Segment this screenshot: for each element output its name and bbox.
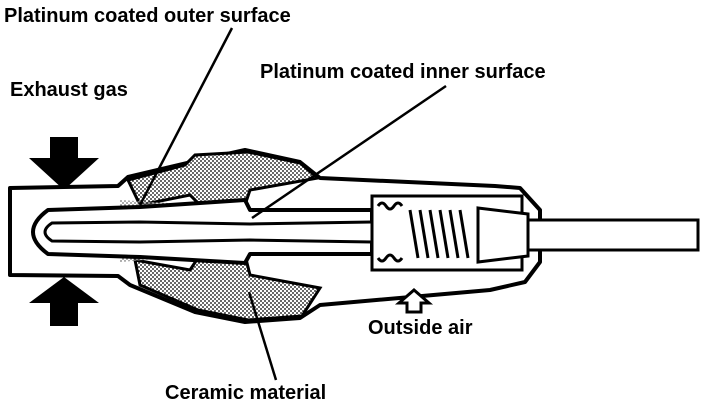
ceramic-material-label: Ceramic material [165, 382, 327, 404]
hex-nut [125, 150, 322, 207]
ceramic-inner-cavity [43, 220, 373, 244]
outer-surface-label: Platinum coated outer surface [4, 5, 291, 27]
exhaust-arrow-bottom [29, 277, 99, 326]
leader-lines [138, 27, 447, 381]
outside-air-label: Outside air [368, 317, 473, 339]
exhaust-arrow-top [29, 137, 99, 190]
inner-surface-label: Platinum coated inner surface [260, 61, 546, 83]
sensor-cable [526, 218, 700, 252]
contact-plug [476, 206, 530, 264]
outside-air-arrow [394, 288, 434, 314]
exhaust-gas-label: Exhaust gas [10, 79, 128, 101]
spring-coil [376, 201, 470, 263]
